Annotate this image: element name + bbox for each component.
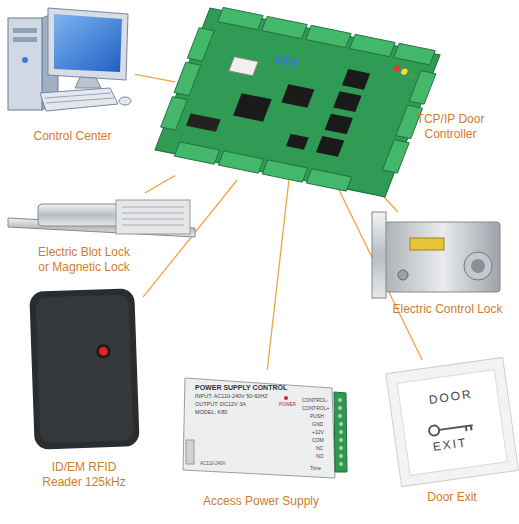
cable-connector <box>135 74 175 82</box>
device-marking: COM <box>312 438 324 443</box>
device-marking: PUSH <box>310 414 324 419</box>
computer-node: Control Center <box>10 5 135 120</box>
device-label: Door Exit <box>388 490 516 505</box>
connector-line <box>143 180 237 297</box>
rfid-reader <box>29 288 139 450</box>
device-marking: NC <box>316 446 323 451</box>
exit-button <box>386 357 519 486</box>
device-label: Electric Control Lock <box>375 302 519 317</box>
connector-line <box>267 180 289 370</box>
device-marking: Time <box>310 466 321 471</box>
lock-node: Electric Blot Lock or Magnetic Lock <box>8 193 200 240</box>
controller-board <box>151 4 444 199</box>
controller-node: TCP/IP Door Controller <box>175 30 420 180</box>
device-marking: POWER SUPPLY CONTROL <box>195 384 287 391</box>
control-lock <box>372 212 500 298</box>
device-marking: CONTROL+ <box>302 406 329 411</box>
device-label: Control Center <box>10 129 135 144</box>
device-label: Electric Blot Lock or Magnetic Lock <box>33 245 135 275</box>
device-marking: GND <box>312 422 323 427</box>
lock-node: Electric Control Lock <box>372 212 505 298</box>
bolt-lock <box>8 200 195 237</box>
cable-connector <box>267 180 289 370</box>
power-supply <box>183 378 347 478</box>
connector-line <box>135 74 175 82</box>
cable-connector <box>145 176 175 193</box>
device-label: TCP/IP Door Controller <box>408 112 493 142</box>
device-marking: INPUT: AC110-240V 50-60HZ <box>195 394 268 400</box>
device-marking: CONTROL- <box>302 398 328 403</box>
device-label: Access Power Supply <box>180 494 342 509</box>
device-marking: POWER <box>279 403 296 408</box>
device-marking: OUTPUT: DC12V 3A <box>195 402 246 408</box>
computer-illustration <box>8 8 131 111</box>
device-marking: +12V <box>312 430 324 435</box>
device-marking: MODEL: K80 <box>195 410 227 416</box>
device-label: ID/EM RFID Reader 125kHz <box>39 460 129 490</box>
device-marking: NO <box>316 454 324 459</box>
cable-connector <box>143 180 237 297</box>
connector-line <box>145 176 175 193</box>
device-marking: AC110-240V <box>200 462 225 467</box>
button-node: Door Exit <box>388 360 516 482</box>
reader-node: ID/EM RFID Reader 125kHz <box>25 288 143 453</box>
